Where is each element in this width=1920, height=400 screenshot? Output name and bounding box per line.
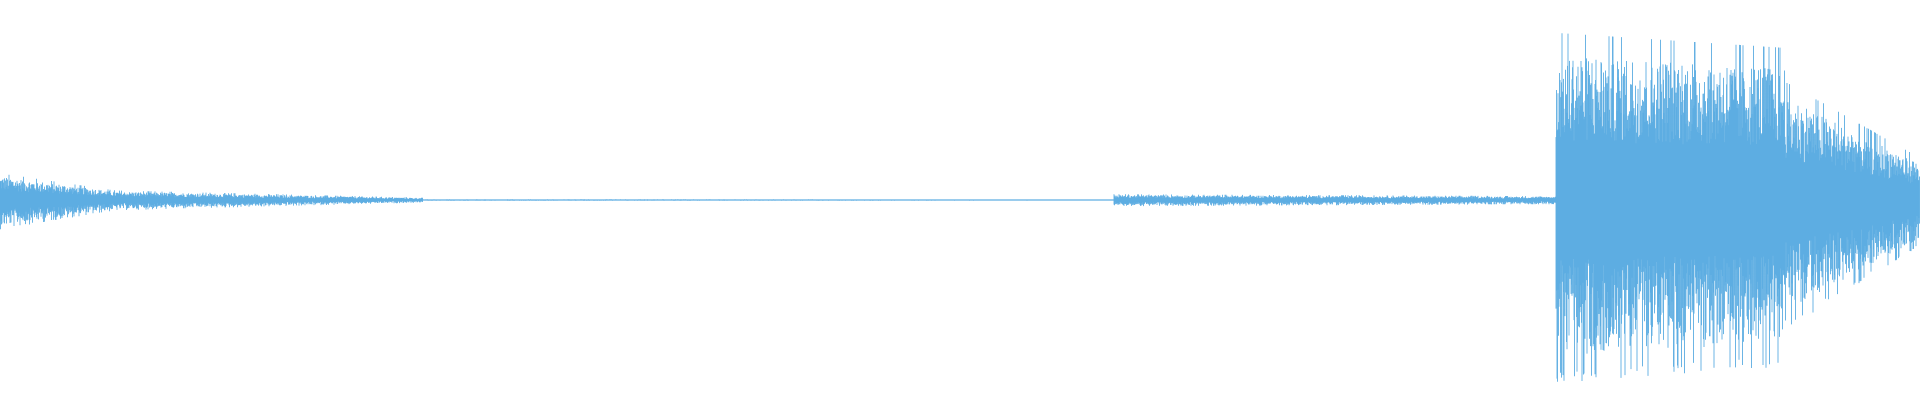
waveform-path — [0, 33, 1920, 382]
waveform-peaks — [0, 33, 1920, 382]
